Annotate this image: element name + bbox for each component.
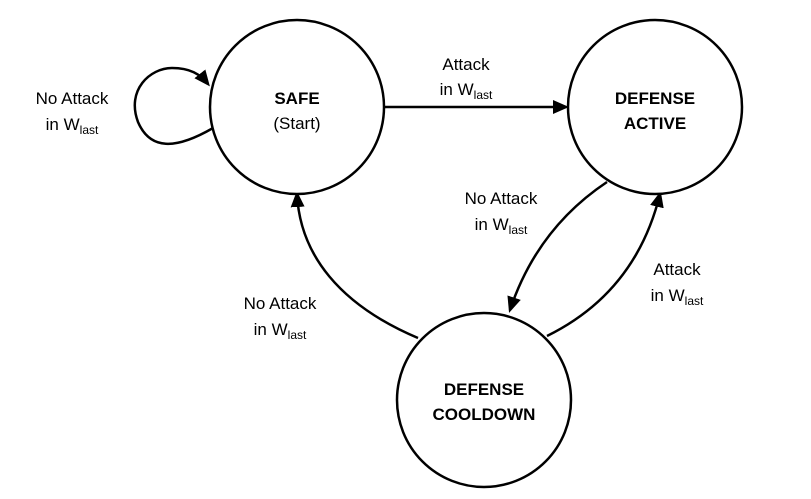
label-safe-to-defense-active-line1: Attack [442,55,490,74]
state-defense-cooldown: DEFENSE COOLDOWN [395,311,573,489]
label-safe-self-loop-line1: No Attack [36,89,109,108]
label-cooldown-to-defense-active: Attack in Wlast [651,260,704,308]
label-safe-self-loop-line2: in Wlast [46,115,99,137]
state-defense-cooldown-circle [395,311,573,489]
state-defense-active-circle [566,18,744,196]
label-safe-to-defense-active: Attack in Wlast [440,55,493,102]
state-defense-active: DEFENSE ACTIVE [566,18,744,196]
label-defense-active-to-cooldown-line2: in Wlast [475,215,528,237]
label-cooldown-to-safe-line2: in Wlast [254,320,307,342]
state-safe: SAFE (Start) [208,18,386,196]
edge-defense-active-to-cooldown [507,180,608,313]
label-cooldown-to-defense-active-line1: Attack [653,260,701,279]
edge-safe-self-loop [133,66,214,145]
edge-cooldown-to-safe [290,191,419,340]
state-defense-cooldown-line1: DEFENSE [444,380,524,399]
edge-cooldown-to-defense-active [546,191,664,338]
state-defense-cooldown-line2: COOLDOWN [433,405,536,424]
state-defense-active-line1: DEFENSE [615,89,695,108]
label-cooldown-to-defense-active-line2: in Wlast [651,286,704,308]
state-safe-name: SAFE [274,89,319,108]
state-safe-subtitle: (Start) [273,114,320,133]
state-safe-circle [208,18,386,196]
label-safe-self-loop: No Attack in Wlast [36,89,109,137]
label-cooldown-to-safe-line1: No Attack [244,294,317,313]
state-defense-active-line2: ACTIVE [624,114,686,133]
label-defense-active-to-cooldown: No Attack in Wlast [465,189,538,237]
label-cooldown-to-safe: No Attack in Wlast [244,294,317,342]
label-defense-active-to-cooldown-line1: No Attack [465,189,538,208]
label-safe-to-defense-active-line2: in Wlast [440,80,493,102]
